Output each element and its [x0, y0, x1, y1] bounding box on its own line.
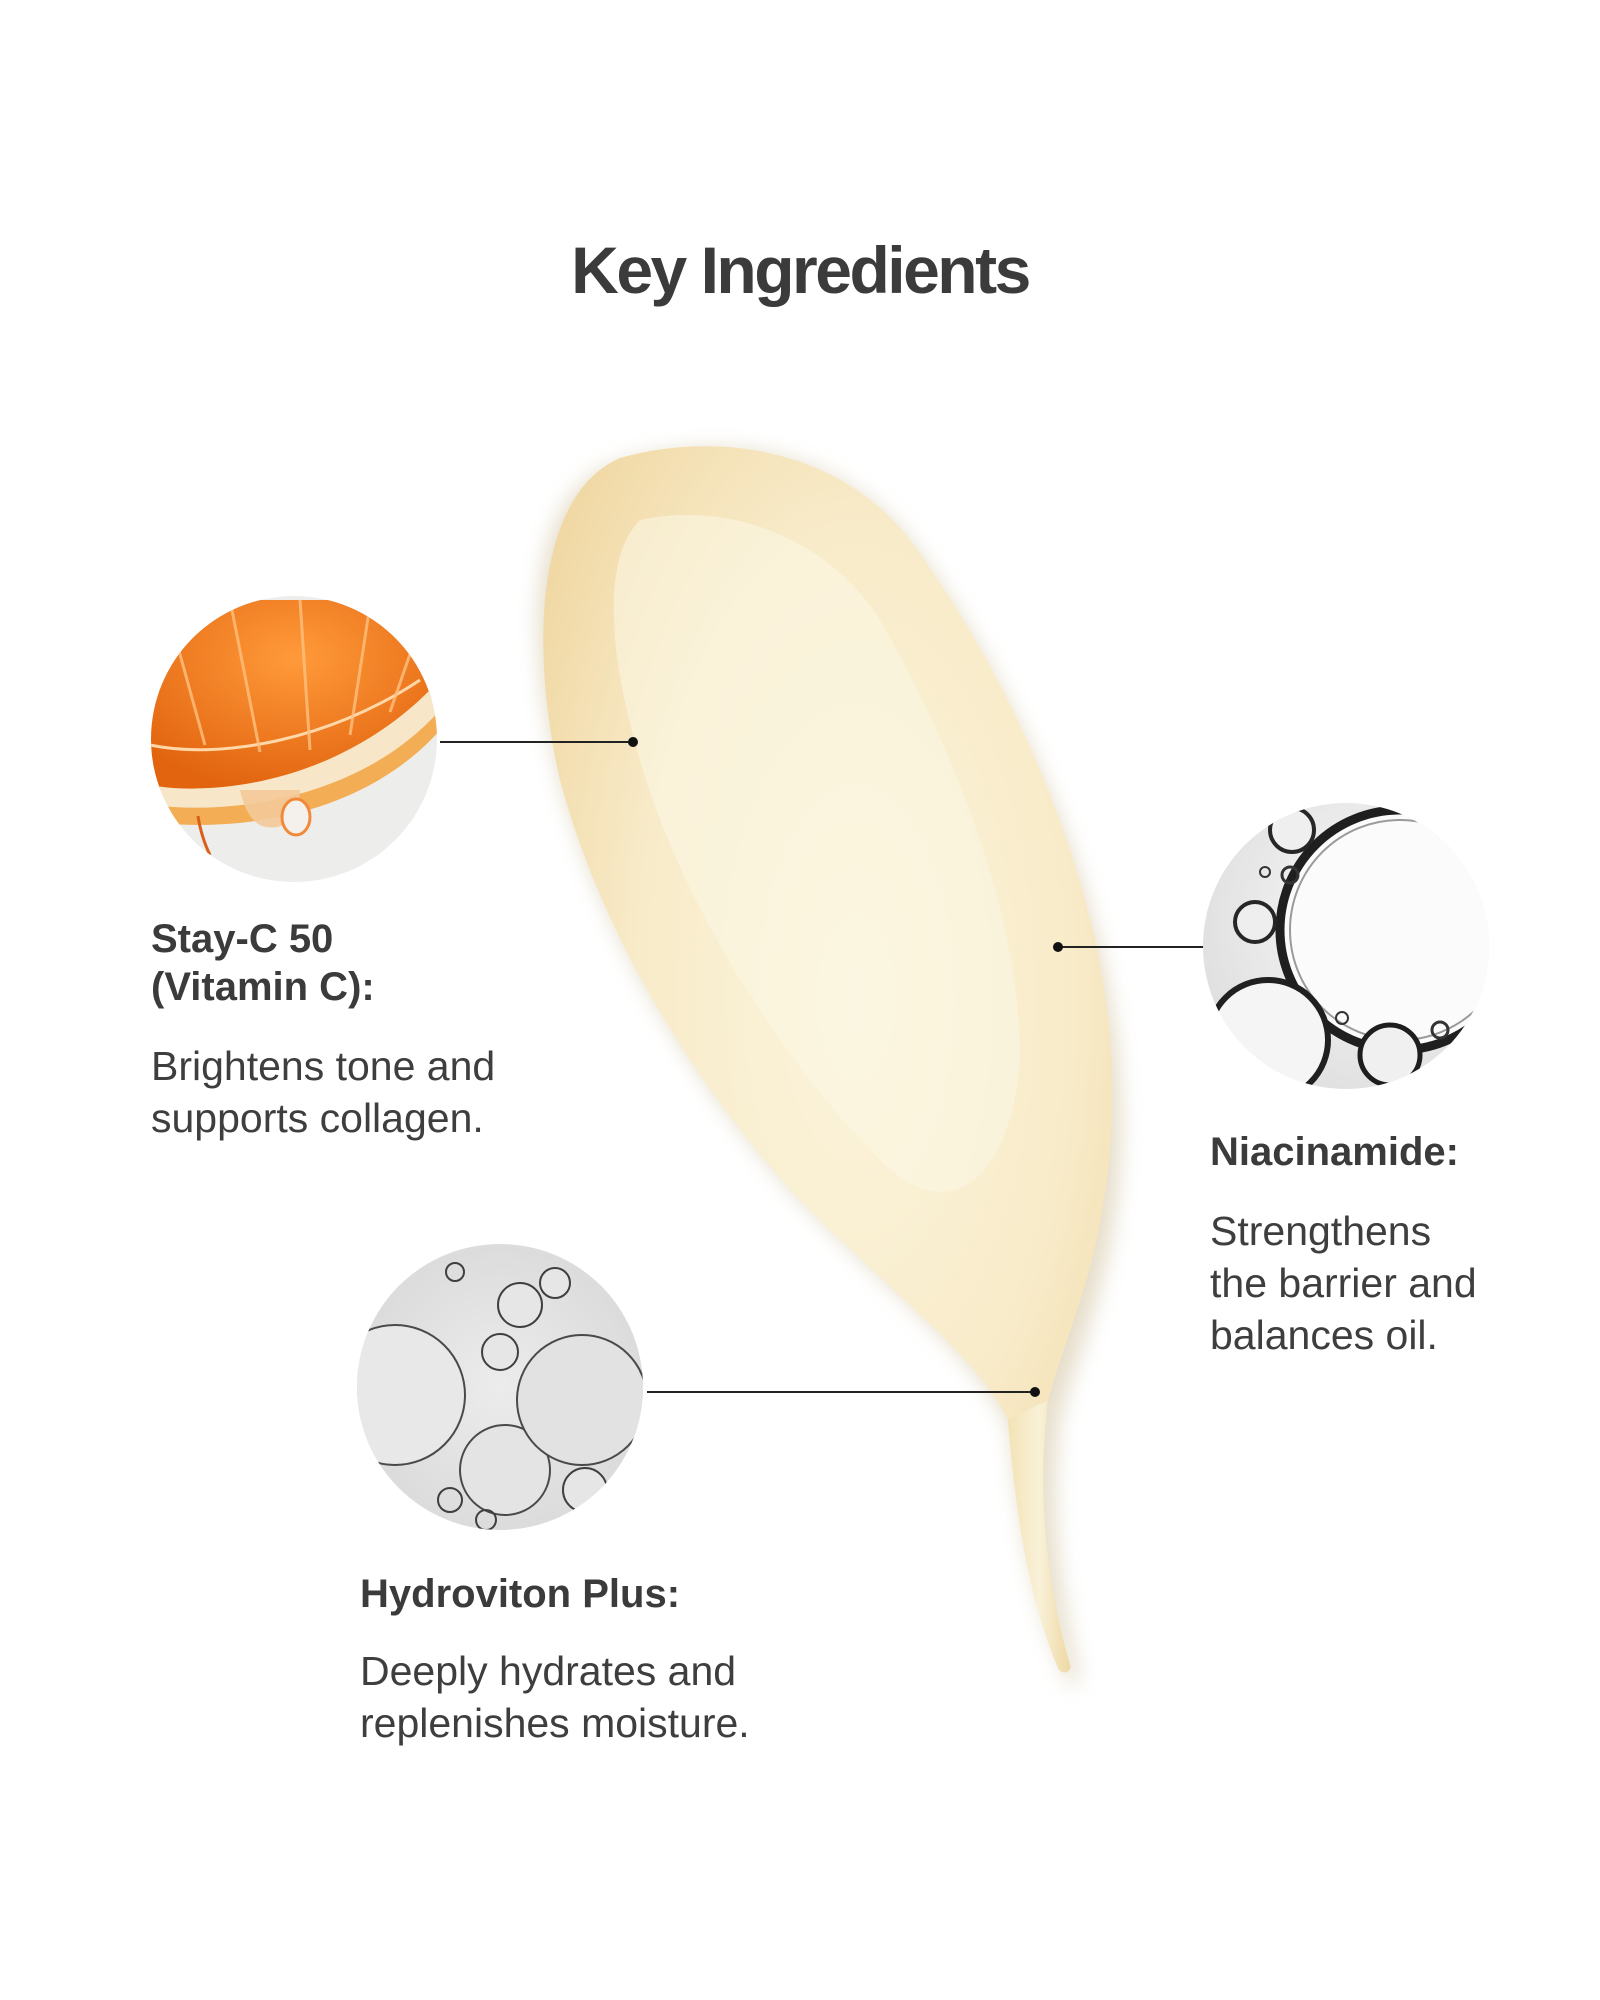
ingredient-desc-niacinamide: Strengthens the barrier and balances oil… — [1210, 1205, 1550, 1361]
ingredient-desc-line: replenishes moisture. — [360, 1700, 750, 1746]
ingredient-desc-line: supports collagen. — [151, 1095, 484, 1141]
callout-line-hydroviton — [647, 1387, 1040, 1397]
ingredient-desc-line: Strengthens — [1210, 1208, 1432, 1254]
ingredient-name-hydroviton: Hydroviton Plus: — [360, 1570, 860, 1618]
cream-swatch — [543, 446, 1113, 1673]
ingredient-desc-vitamin-c: Brightens tone and supports collagen. — [151, 1040, 591, 1144]
ingredient-desc-line: balances oil. — [1210, 1312, 1438, 1358]
callout-line-niacinamide — [1053, 942, 1205, 952]
ingredient-name-line: Niacinamide: — [1210, 1130, 1459, 1174]
ingredient-desc-hydroviton: Deeply hydrates and replenishes moisture… — [360, 1645, 860, 1749]
ingredient-name-line: Stay-C 50 — [151, 917, 334, 961]
ingredient-desc-line: the barrier and — [1210, 1260, 1477, 1306]
ingredient-name-line: Hydroviton Plus: — [360, 1572, 681, 1616]
callout-line-vitamin-c — [440, 737, 638, 747]
ingredient-name-line: (Vitamin C): — [151, 965, 375, 1009]
page-title: Key Ingredients — [571, 233, 1031, 307]
bubbles-icon — [1203, 803, 1489, 1089]
orange-slice-icon — [151, 596, 437, 882]
ingredient-desc-line: Brightens tone and — [151, 1043, 496, 1089]
ingredient-name-vitamin-c: Stay-C 50 (Vitamin C): — [151, 915, 571, 1011]
ingredient-desc-line: Deeply hydrates and — [360, 1648, 737, 1694]
bubbles-icon — [357, 1244, 643, 1530]
ingredient-name-niacinamide: Niacinamide: — [1210, 1128, 1570, 1176]
